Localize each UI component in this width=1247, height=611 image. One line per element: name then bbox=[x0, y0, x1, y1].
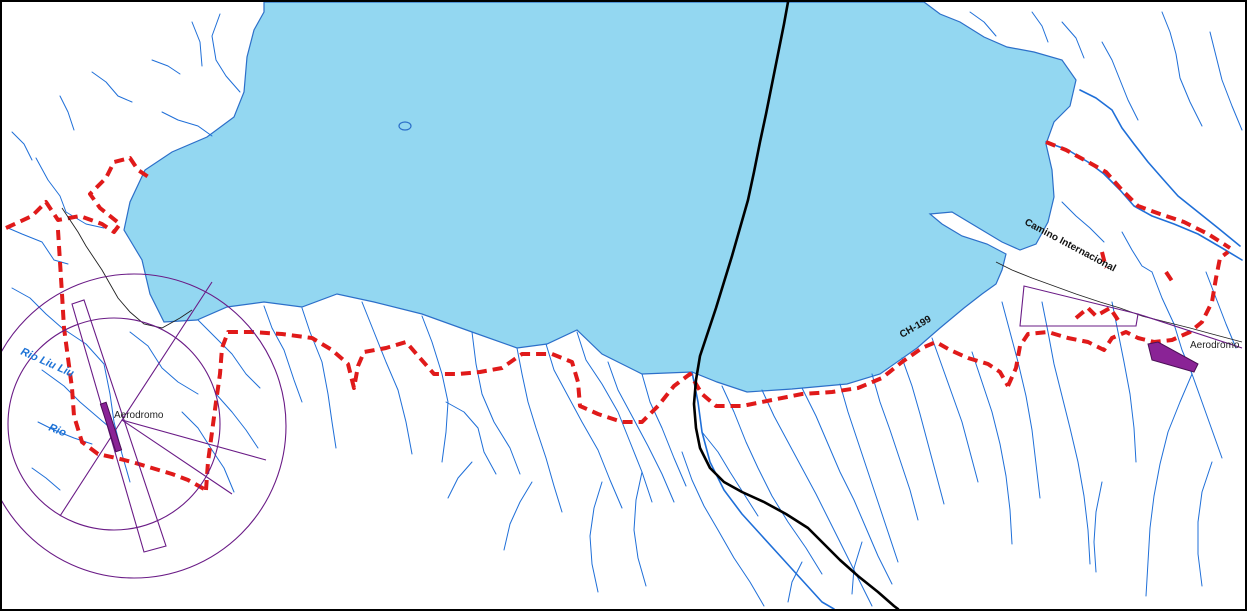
river bbox=[197, 319, 261, 389]
river bbox=[361, 301, 413, 455]
river bbox=[681, 451, 765, 607]
river bbox=[931, 337, 979, 483]
river bbox=[301, 307, 337, 449]
boundary-west-loop bbox=[5, 156, 152, 234]
river bbox=[31, 467, 61, 491]
river bbox=[1101, 41, 1139, 121]
river bbox=[445, 401, 497, 475]
river bbox=[447, 461, 473, 499]
river bbox=[503, 481, 533, 551]
river bbox=[761, 389, 873, 607]
river bbox=[191, 21, 203, 67]
river bbox=[1209, 31, 1243, 131]
boundary-west-inner bbox=[204, 330, 1010, 491]
river bbox=[41, 369, 109, 427]
river bbox=[263, 305, 303, 403]
aerodrome-west-runway bbox=[99, 401, 123, 453]
river-main-outflow bbox=[691, 371, 835, 609]
river bbox=[901, 357, 945, 505]
main-road bbox=[692, 2, 900, 609]
aerodrome-west-approach-line bbox=[59, 281, 267, 517]
river bbox=[1061, 201, 1105, 243]
track-west bbox=[61, 207, 193, 329]
rivers-south bbox=[263, 301, 979, 609]
river bbox=[7, 227, 69, 265]
river bbox=[545, 343, 623, 509]
river bbox=[421, 315, 449, 463]
river bbox=[471, 331, 521, 475]
camino-internacional-label: Camino Internacional bbox=[1023, 217, 1118, 275]
river bbox=[161, 111, 213, 137]
river bbox=[1197, 461, 1213, 587]
river bbox=[11, 131, 33, 161]
boundary-lines bbox=[5, 140, 1232, 492]
river bbox=[1031, 11, 1049, 43]
river bbox=[969, 11, 997, 37]
river bbox=[1161, 11, 1203, 127]
boundary-east bbox=[1006, 250, 1230, 387]
lake bbox=[123, 2, 1077, 393]
boundary-west-south bbox=[56, 229, 207, 492]
aerodrome-west-outer-circle bbox=[2, 273, 287, 579]
minor-tracks bbox=[61, 207, 1243, 343]
river bbox=[641, 373, 687, 487]
aerodrome-east-zone: Aerodromo bbox=[1019, 285, 1243, 373]
aerodrome-east-surface bbox=[1019, 285, 1139, 327]
river bbox=[1121, 231, 1153, 273]
river bbox=[701, 431, 759, 517]
river bbox=[839, 383, 899, 563]
river bbox=[1041, 301, 1091, 565]
river bbox=[1061, 21, 1085, 59]
boundary-east-river bbox=[1045, 140, 1232, 250]
aerodrome-west-inner-circle bbox=[7, 317, 221, 531]
river bbox=[871, 373, 919, 521]
river-east-braided bbox=[1079, 89, 1241, 247]
boundary-east-patch bbox=[1074, 306, 1120, 322]
river bbox=[516, 347, 563, 513]
river bbox=[589, 481, 603, 593]
river bbox=[787, 561, 803, 603]
river bbox=[129, 331, 199, 395]
river bbox=[971, 351, 1013, 545]
river bbox=[91, 71, 133, 103]
track-camino-internacional bbox=[995, 261, 1243, 343]
river bbox=[215, 393, 259, 449]
aerodrome-west-label: Aerodromo bbox=[114, 410, 164, 421]
aerodrome-west-approach-surface bbox=[71, 299, 167, 553]
river bbox=[1205, 271, 1237, 349]
river bbox=[151, 59, 181, 75]
river bbox=[59, 95, 75, 131]
aerodrome-east-runway bbox=[1147, 341, 1199, 373]
aerodrome-east-label: Aerodromo bbox=[1190, 340, 1240, 351]
boundary-east-patch-2 bbox=[1100, 251, 1176, 286]
river bbox=[1001, 301, 1041, 499]
river bbox=[35, 157, 105, 229]
river bbox=[607, 361, 675, 503]
small-pond bbox=[398, 121, 412, 131]
river bbox=[801, 387, 893, 585]
river bbox=[181, 411, 235, 493]
river bbox=[211, 13, 241, 93]
river bbox=[721, 385, 823, 575]
rio-minor-label: Rio bbox=[47, 422, 68, 440]
river bbox=[851, 541, 863, 595]
river bbox=[1111, 301, 1137, 463]
river bbox=[1093, 481, 1103, 573]
river bbox=[1145, 373, 1193, 597]
aerodrome-east-line bbox=[1137, 313, 1243, 349]
river bbox=[633, 471, 647, 587]
